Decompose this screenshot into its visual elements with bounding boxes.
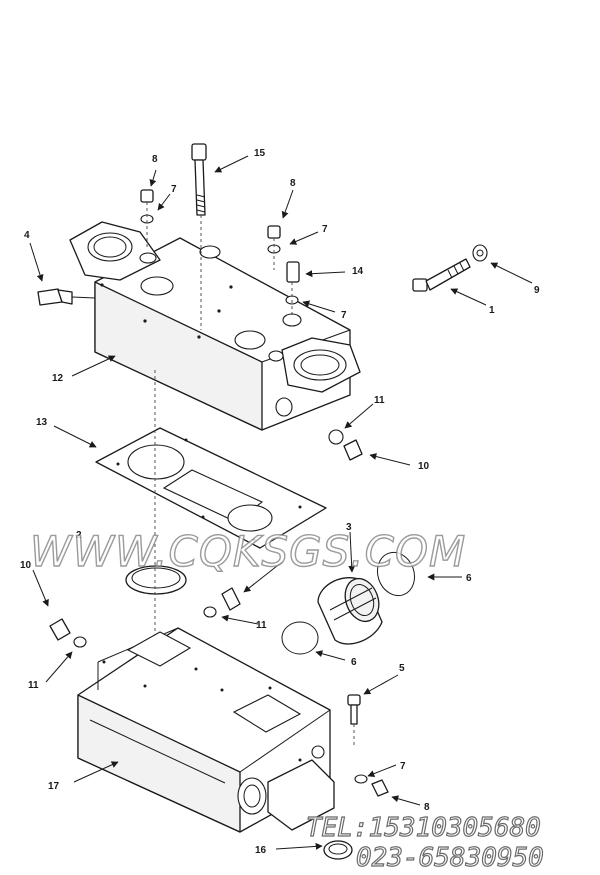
callout-3: 3 xyxy=(346,522,352,533)
callout-14: 14 xyxy=(352,266,364,277)
callout-13: 13 xyxy=(36,417,48,428)
callout-12: 12 xyxy=(52,373,64,384)
plug-lower-right xyxy=(354,774,389,797)
seal-ring xyxy=(125,565,187,595)
callout-8: 8 xyxy=(152,154,158,165)
housing-gasket xyxy=(95,427,327,549)
watermark-site: WWW.CQKSGS.COM xyxy=(30,527,466,576)
capscrew-short xyxy=(412,244,488,292)
upper-thermostat-housing xyxy=(69,221,361,431)
callout-5: 5 xyxy=(399,663,405,674)
thermostat xyxy=(317,577,383,645)
callout-labels: 15 8 7 8 7 4 14 9 7 1 12 11 13 10 2 3 10… xyxy=(20,148,540,856)
watermark-phone: 023-65830950 xyxy=(356,843,544,873)
callout-17: 17 xyxy=(48,781,60,792)
watermark: WWW.CQKSGS.COM TEL:15310305680 023-65830… xyxy=(29,526,544,873)
fitting-elbow xyxy=(285,261,300,316)
callout-8: 8 xyxy=(424,802,430,813)
watermark-tel: TEL:15310305680 xyxy=(306,813,541,843)
temperature-sensor xyxy=(37,288,96,306)
callout-10: 10 xyxy=(418,461,430,472)
callout-16: 16 xyxy=(255,845,267,856)
o-ring-large xyxy=(281,551,416,655)
callout-4: 4 xyxy=(24,230,30,241)
callout-11: 11 xyxy=(256,620,267,631)
plug-left-lower xyxy=(49,618,87,648)
callout-6: 6 xyxy=(351,657,357,668)
callout-15: 15 xyxy=(254,148,266,159)
callout-7: 7 xyxy=(322,224,328,235)
callout-7: 7 xyxy=(400,761,406,772)
lower-housing xyxy=(77,627,335,833)
seal-outlet xyxy=(323,840,353,860)
callout-7: 7 xyxy=(171,184,177,195)
callout-7: 7 xyxy=(341,310,347,321)
fitting-middle xyxy=(203,587,241,618)
callout-11: 11 xyxy=(374,395,385,406)
callout-1: 1 xyxy=(489,305,495,316)
callout-9: 9 xyxy=(534,285,540,296)
callout-11: 11 xyxy=(28,680,39,691)
leader-lines xyxy=(29,155,533,850)
callout-6: 6 xyxy=(466,573,472,584)
callout-10: 10 xyxy=(20,560,32,571)
callout-8: 8 xyxy=(290,178,296,189)
capscrew-long xyxy=(191,143,207,330)
o-ring-plug-upper xyxy=(328,429,363,461)
plug-left-top xyxy=(140,189,154,250)
plug-right-top xyxy=(267,225,281,270)
capscrew-lower xyxy=(347,694,361,748)
callout-2: 2 xyxy=(76,530,82,541)
